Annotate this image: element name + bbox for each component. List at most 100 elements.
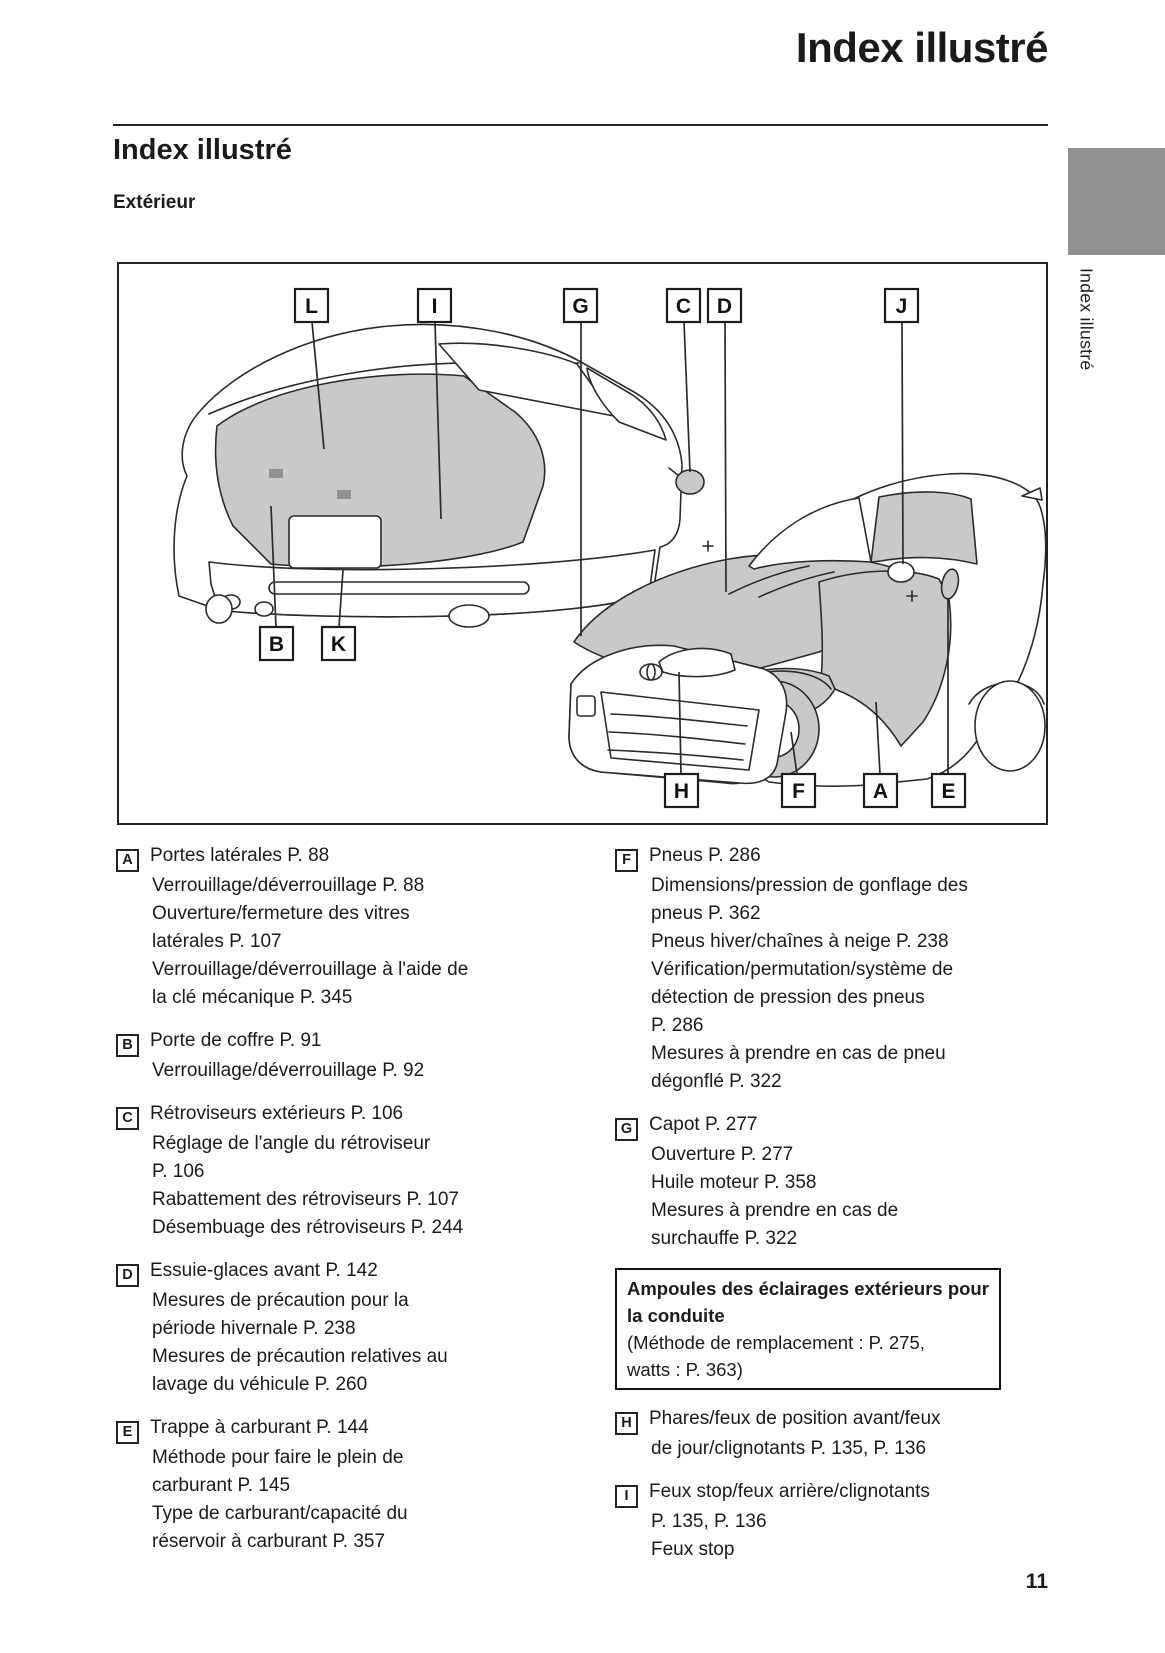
entry-detail-line: pneus P. 362 [651, 903, 761, 924]
entry-detail-line: Mesures à prendre en cas de [651, 1200, 899, 1221]
callout-I: I [416, 287, 453, 324]
svg-text:G: G [572, 295, 588, 318]
entry-detail-line: détection de pression des pneus [651, 987, 925, 1008]
entry-letter-box: B [116, 1034, 139, 1057]
entry-detail-line: Méthode pour faire le plein de [152, 1447, 404, 1468]
entry-detail-line: Réglage de l'angle du rétroviseur [152, 1133, 431, 1154]
leader-lines [270, 321, 949, 775]
subsection-title: Extérieur [113, 192, 196, 213]
legend-entry-H: H Phares/feux de position avant/feux de jo… [615, 1405, 1015, 1463]
entry-letter-box: E [116, 1421, 139, 1444]
callout-G: G [562, 287, 599, 324]
svg-text:B: B [269, 633, 284, 656]
svg-text:I: I [432, 295, 438, 318]
header-rule [113, 124, 1048, 126]
rear-car-wheel [448, 604, 490, 628]
antenna-fin [1021, 487, 1043, 501]
entry-detail-line: Dimensions/pression de gonflage des [651, 875, 968, 896]
entry-title-text: Phares/feux de position avant/feux [649, 1408, 941, 1429]
callout-C: C [665, 287, 702, 324]
hatch-handle-mark [337, 490, 351, 499]
entry-detail-line: réservoir à carburant P. 357 [152, 1531, 386, 1552]
entry-detail-line: latérales P. 107 [152, 931, 282, 952]
callout-E: E [930, 772, 967, 809]
headlight [658, 647, 736, 678]
front-car-art [568, 472, 1046, 787]
entry-letter-box: D [116, 1264, 139, 1287]
entry-title-text: Rétroviseurs extérieurs P. 106 [150, 1103, 404, 1124]
entry-title-text: Feux stop/feux arrière/clignotants [649, 1481, 930, 1502]
callout-H: H [663, 772, 700, 809]
note-detail-line: watts : P. 363) [627, 1359, 743, 1380]
svg-text:A: A [873, 780, 888, 803]
entry-title-text: Essuie-glaces avant P. 142 [150, 1260, 378, 1281]
entry-detail-line: Ouverture/fermeture des vitres [152, 903, 410, 924]
wiper-blades [728, 565, 835, 598]
callout-F: F [780, 772, 817, 809]
entry-title-line: B Porte de coffre P. 91 [116, 1027, 586, 1057]
entry-title-text: Trappe à carburant P. 144 [150, 1417, 369, 1438]
entry-detail-line: Huile moteur P. 358 [651, 1172, 817, 1193]
entry-detail-line: Vérification/permutation/système de [651, 959, 954, 980]
svg-text:D: D [717, 295, 732, 318]
svg-text:F: F [792, 780, 805, 803]
entry-title-text: Capot P. 277 [649, 1114, 758, 1135]
svg-text:L: L [305, 295, 318, 318]
svg-text:J: J [896, 295, 908, 318]
entry-detail-line: période hivernale P. 238 [152, 1318, 356, 1339]
entry-detail-line: surchauffe P. 322 [651, 1228, 798, 1249]
entry-title-line: E Trappe à carburant P. 144 [116, 1414, 586, 1444]
exterior-diagram-art: L I G C D J B K H F A E [173, 287, 1046, 809]
section-title: Index illustré [113, 134, 292, 166]
entry-detail-line: Ouverture P. 277 [651, 1144, 794, 1165]
entry-letter-box: I [615, 1485, 638, 1508]
entry-detail-line: Mesures à prendre en cas de pneu [651, 1043, 946, 1064]
entry-detail-line: de jour/clignotants P. 135, P. 136 [651, 1438, 927, 1459]
entry-detail-line: carburant P. 145 [152, 1475, 291, 1496]
entry-letter-box: G [615, 1118, 638, 1141]
page-header-title: Index illustré [795, 24, 1049, 71]
entry-detail-line: P. 135, P. 136 [651, 1511, 767, 1532]
entry-detail-line: dégonflé P. 322 [651, 1071, 782, 1092]
entry-title-line: D Essuie-glaces avant P. 142 [116, 1257, 586, 1287]
entry-detail-line: Désembuage des rétroviseurs P. 244 [152, 1217, 464, 1238]
rear-car-mirror [675, 469, 705, 495]
entry-letter-box: A [116, 849, 139, 872]
entry-title-text: Porte de coffre P. 91 [150, 1030, 322, 1051]
license-plate-recess [288, 515, 382, 569]
svg-text:C: C [676, 295, 691, 318]
entry-detail-line: Verrouillage/déverrouillage P. 88 [152, 875, 425, 896]
entry-detail-line: Verrouillage/déverrouillage P. 92 [152, 1060, 425, 1081]
door-handle-mark [906, 590, 918, 602]
callout-A: A [862, 772, 899, 809]
front-car-rear-wheel [974, 680, 1046, 772]
exhaust-tip [254, 601, 274, 617]
legend-entry-I: I Feux stop/feux arrière/clignotants P. 13… [615, 1478, 1015, 1564]
chapter-tab-marker [1068, 148, 1165, 255]
entry-detail-line: P. 286 [651, 1015, 704, 1036]
entry-title-line: H Phares/feux de position avant/feux [615, 1405, 1015, 1435]
entry-detail-line: Pneus hiver/chaînes à neige P. 238 [651, 931, 949, 952]
entry-detail-line: Mesures de précaution pour la [152, 1290, 409, 1311]
rear-car-wheel [205, 594, 233, 624]
fuel-filler-door [940, 568, 960, 600]
entry-letter-box: H [615, 1412, 638, 1435]
entry-detail-line: lavage du véhicule P. 260 [152, 1374, 368, 1395]
svg-text:H: H [674, 780, 689, 803]
note-title-line: la conduite [627, 1305, 725, 1326]
callout-B: B [258, 625, 295, 662]
entry-detail-line: Feux stop [651, 1539, 735, 1560]
callout-J: J [883, 287, 920, 324]
callout-K: K [320, 625, 357, 662]
